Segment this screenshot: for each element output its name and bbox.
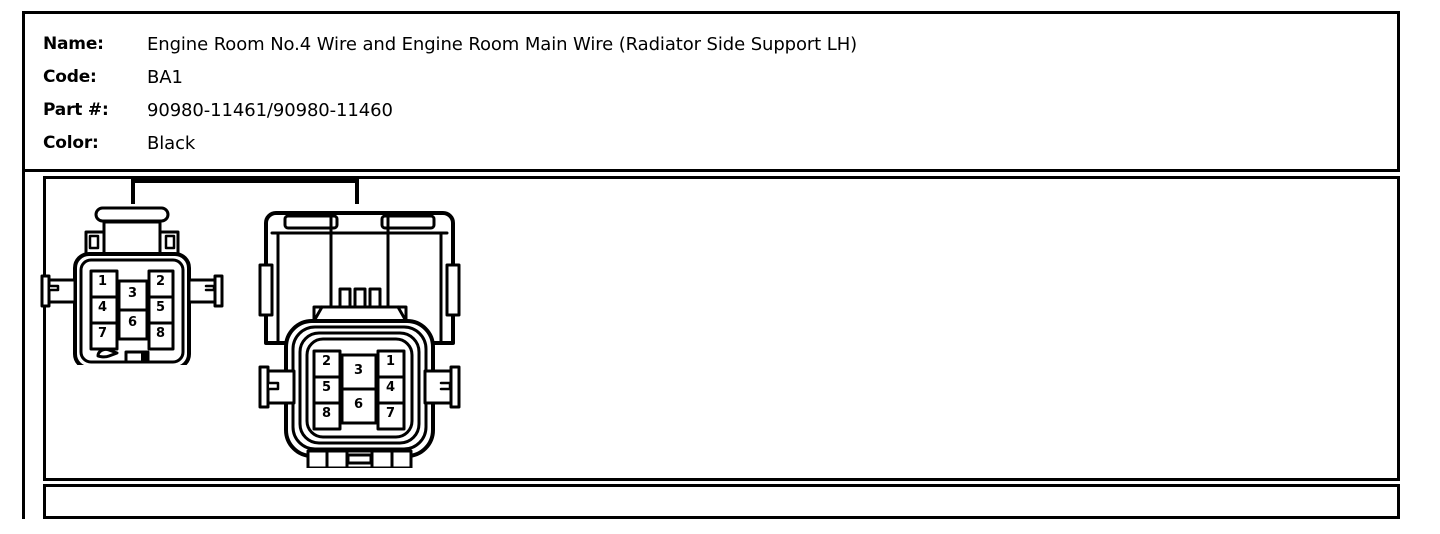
info-value-code: BA1 [147, 67, 183, 88]
connector-info-panel: Name: Engine Room No.4 Wire and Engine Ro… [22, 11, 1400, 172]
bracket-bar [131, 178, 359, 183]
pin-label: 5 [156, 300, 166, 315]
pin-label: 3 [354, 363, 364, 378]
info-row-part-number: Part #: 90980-11461/90980-11460 [43, 100, 393, 128]
connector-diagram-panel [43, 176, 1400, 481]
footer-strip [43, 484, 1400, 519]
info-row-color: Color: Black [43, 133, 195, 161]
pin-label: 4 [98, 300, 108, 315]
info-row-code: Code: BA1 [43, 67, 183, 95]
connector-pair-bracket [131, 178, 359, 206]
pin-label: 6 [128, 315, 138, 330]
female-connector-view: 1 4 7 3 6 2 5 8 [40, 200, 230, 365]
info-value-color: Black [147, 133, 196, 154]
info-row-name: Name: Engine Room No.4 Wire and Engine Ro… [43, 34, 857, 62]
pin-label: 1 [386, 354, 396, 369]
info-value-part-number: 90980-11461/90980-11460 [147, 100, 393, 121]
info-label-color: Color: [43, 133, 99, 153]
info-label-name: Name: [43, 34, 104, 54]
pin-label: 1 [98, 274, 108, 289]
pin-label: 5 [322, 380, 332, 395]
pin-label: 7 [98, 326, 108, 341]
info-value-name: Engine Room No.4 Wire and Engine Room Ma… [147, 34, 858, 55]
pin-label: 7 [386, 406, 396, 421]
pin-label: 8 [156, 326, 166, 341]
info-label-code: Code: [43, 67, 97, 87]
pin-label: 4 [386, 380, 396, 395]
pin-label: 8 [322, 406, 332, 421]
bracket-tick-right [355, 178, 359, 204]
bracket-tick-left [131, 178, 135, 204]
pin-label: 2 [322, 354, 332, 369]
pin-label: 2 [156, 274, 166, 289]
pin-label: 6 [354, 397, 364, 412]
info-label-part-number: Part #: [43, 100, 109, 120]
pin-label: 3 [128, 286, 138, 301]
panel-left-spine [22, 172, 25, 519]
male-connector-view: 2 5 8 3 6 1 4 7 [252, 203, 467, 468]
